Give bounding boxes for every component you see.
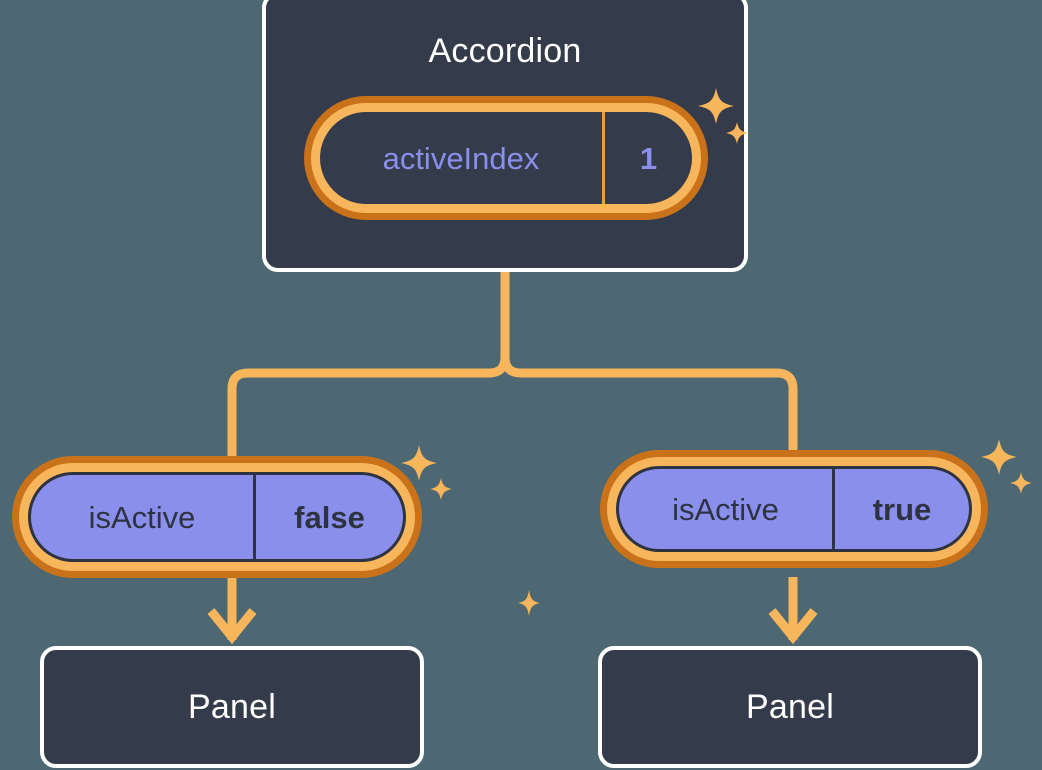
pill-body: isActive false [28,472,406,562]
arrowhead-right [768,608,818,645]
arrowhead-left [207,608,257,645]
state-pill-active-index[interactable]: activeIndex 1 [304,96,708,220]
wire-root-to-right [500,267,798,460]
component-node-panel-right[interactable]: Panel [598,646,982,768]
pill-body: isActive true [616,466,972,552]
component-title-panel-right: Panel [746,688,834,726]
component-title-panel-left: Panel [188,688,276,726]
state-value-label: 1 [602,112,692,204]
state-pill-is-active-right[interactable]: isActive true [600,450,988,568]
state-key-label: isActive [672,491,779,527]
state-value-label: true [832,469,969,549]
sparkle-icon [981,439,1032,494]
state-pill-is-active-left[interactable]: isActive false [12,456,422,578]
component-node-panel-left[interactable]: Panel [40,646,424,768]
state-key-label: isActive [88,499,196,535]
component-title-accordion: Accordion [428,32,582,70]
state-key-label: activeIndex [382,140,540,176]
pill-body: activeIndex 1 [320,112,692,204]
wire-root-to-left [227,267,510,460]
sparkle-icon [518,590,540,616]
state-value-label: false [253,475,403,559]
